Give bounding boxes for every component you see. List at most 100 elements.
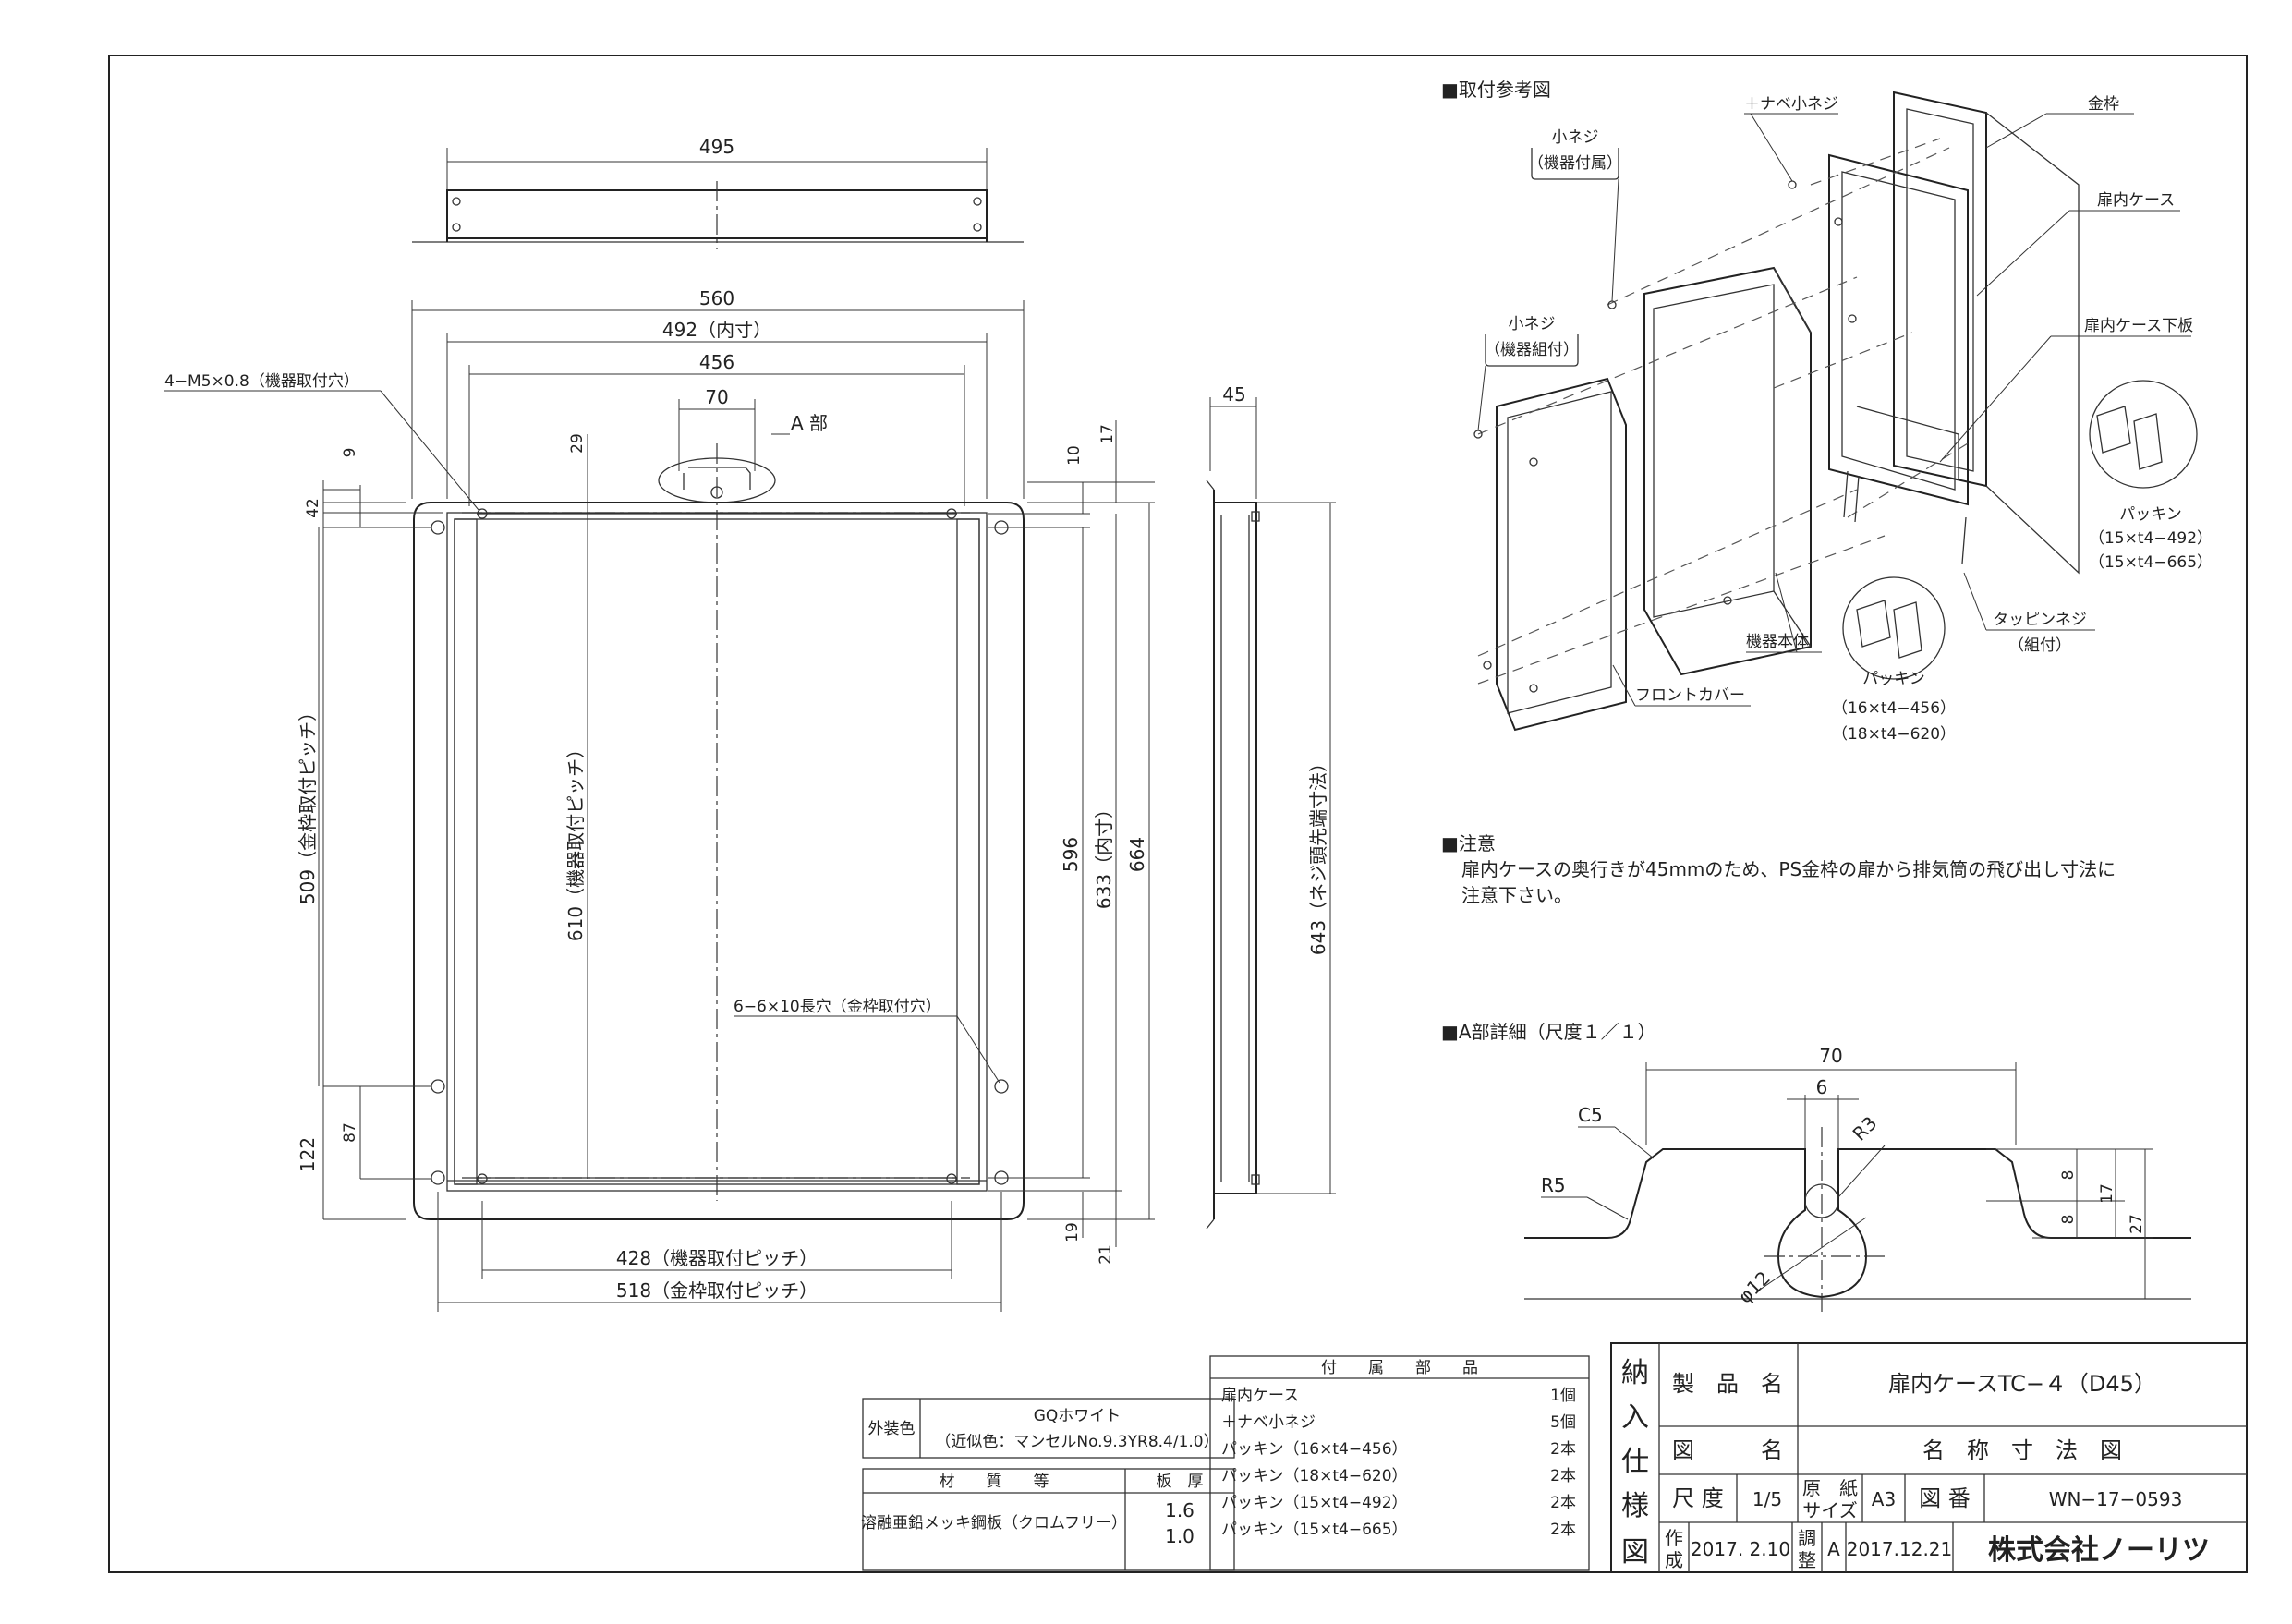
title-block: 納 入 仕 様 図 製 品 名 扉内ケースTC−４（D45） 図 名 名 称 寸… — [1610, 1342, 2248, 1573]
tb-paper-size: A3 — [1872, 1488, 1896, 1510]
detail-a-title: ■A部詳細（尺度１／１） — [1441, 1021, 1656, 1043]
tb-vertical-3: 仕 — [1621, 1446, 1649, 1478]
tb-adjust-label-1: 調 — [1798, 1527, 1816, 1549]
side-dim-643: 643（ネジ頭先端寸法） — [1307, 754, 1329, 955]
parts-row-name: ＋ナベ小ネジ — [1221, 1413, 1316, 1432]
label-mount-holes: 4−M5×0.8（機器取付穴） — [164, 372, 359, 391]
dim-509: 509（金枠取付ピッチ） — [297, 703, 319, 904]
label-packing-right-1: （15×t4−492） — [2089, 529, 2213, 548]
dim-10: 10 — [1065, 445, 1084, 466]
label-tapping-screw-note: （組付） — [2008, 636, 2071, 655]
tb-vertical-4: 様 — [1621, 1490, 1649, 1522]
top-dim-width: 495 — [699, 136, 734, 158]
dim-87: 87 — [341, 1122, 359, 1143]
parts-table: 付 属 部 品 扉内ケース 1個 ＋ナベ小ネジ 5個 パッキン（16×t4−45… — [1209, 1355, 1590, 1571]
label-packing-center-2: （18×t4−620） — [1832, 725, 1956, 744]
label-screw-assembly-note: （機器組付） — [1485, 341, 1579, 359]
dim-overall-width: 560 — [699, 287, 734, 309]
label-screw-assembly: 小ネジ — [1509, 315, 1556, 333]
parts-row-qty: 5個 — [1550, 1413, 1576, 1432]
tb-vertical-2: 入 — [1621, 1401, 1649, 1434]
dim-inner-width: 492（内寸） — [662, 319, 771, 341]
tb-number-label: 図 番 — [1919, 1485, 1971, 1511]
label-frame: 金枠 — [2088, 95, 2119, 114]
dim-664: 664 — [1126, 837, 1148, 872]
dim-19: 19 — [1063, 1222, 1082, 1242]
parts-row-qty: 2本 — [1550, 1494, 1576, 1512]
dim-610: 610（機器取付ピッチ） — [564, 740, 587, 941]
notes-title: ■注意 — [1441, 832, 1496, 854]
label-case-bottom: 扉内ケース下板 — [2084, 317, 2193, 335]
finish-thickness-1: 1.6 — [1165, 1499, 1195, 1521]
label-a-part: A 部 — [791, 412, 828, 434]
tb-vertical-1: 納 — [1621, 1357, 1649, 1389]
dim-122: 122 — [297, 1137, 319, 1172]
detail-dim-17: 17 — [2098, 1183, 2116, 1204]
tb-scale-label: 尺 度 — [1672, 1485, 1724, 1511]
tb-product-name: 扉内ケースTC−４（D45） — [1888, 1371, 2156, 1397]
dim-596: 596 — [1060, 837, 1082, 872]
parts-row-qty: 1個 — [1550, 1387, 1576, 1405]
dim-633: 633（内寸） — [1093, 800, 1115, 909]
label-packing-center-1: （16×t4−456） — [1832, 699, 1956, 718]
detail-dim-8b: 8 — [2059, 1215, 2078, 1225]
finish-color-name: GQホワイト — [1034, 1407, 1122, 1425]
finish-thickness-header: 板 厚 — [1157, 1473, 1204, 1491]
front-view: 560 492（内寸） 456 70 A 部 — [164, 287, 1155, 1312]
side-dim-depth: 45 — [1222, 383, 1245, 406]
parts-rows: 扉内ケース 1個 ＋ナベ小ネジ 5個 パッキン（16×t4−456） 2本 パッ… — [1221, 1387, 1576, 1539]
detail-dim-70: 70 — [1819, 1045, 1842, 1067]
finish-exterior-label: 外装色 — [868, 1420, 916, 1438]
parts-row-qty: 2本 — [1550, 1440, 1576, 1459]
notes-line-2: 注意下さい。 — [1461, 884, 1572, 906]
dim-21: 21 — [1097, 1244, 1115, 1265]
tb-scale: 1/5 — [1752, 1488, 1782, 1510]
assembly-title: ■取付参考図 — [1441, 79, 1551, 101]
dim-17: 17 — [1098, 424, 1117, 444]
parts-row-qty: 2本 — [1550, 1521, 1576, 1539]
label-packing-right: パッキン — [2119, 505, 2182, 524]
label-pan-screw: ＋ナベ小ネジ — [1744, 95, 1838, 114]
notes: ■注意 扉内ケースの奥行きが45mmのため、PS金枠の扉から排気筒の飛び出し寸法… — [1441, 832, 2116, 906]
dim-hole-pitch: 456 — [699, 351, 734, 373]
label-screw-attached: 小ネジ — [1552, 128, 1599, 147]
label-case: 扉内ケース — [2097, 191, 2175, 210]
dim-518: 518（金枠取付ピッチ） — [616, 1279, 818, 1302]
label-body: 機器本体 — [1746, 633, 1809, 651]
parts-row-name: パッキン（18×t4−620） — [1221, 1467, 1408, 1485]
parts-row-name: パッキン（15×t4−665） — [1221, 1521, 1408, 1539]
parts-row-qty: 2本 — [1550, 1467, 1576, 1485]
detail-dim-8a: 8 — [2059, 1170, 2078, 1181]
detail-label-c5: C5 — [1578, 1104, 1603, 1126]
parts-header: 付 属 部 品 — [1321, 1359, 1478, 1377]
tb-revision: A — [1827, 1538, 1840, 1560]
label-tapping-screw: タッピンネジ — [1993, 611, 2087, 629]
tb-adjust-label-2: 整 — [1798, 1549, 1816, 1571]
dim-a-width: 70 — [705, 386, 728, 408]
tb-drawing-label: 図 名 — [1672, 1437, 1783, 1463]
tb-drawing-name: 名 称 寸 法 図 — [1922, 1437, 2122, 1463]
detail-label-phi12: φ12 — [1734, 1266, 1775, 1307]
label-packing-center: パッキン — [1862, 670, 1925, 688]
parts-row-name: パッキン（15×t4−492） — [1221, 1494, 1408, 1512]
tb-number: WN−17−0593 — [2049, 1488, 2183, 1510]
dim-42: 42 — [304, 498, 322, 518]
dim-29: 29 — [568, 433, 587, 454]
detail-a: ■A部詳細（尺度１／１） 70 6 R3 C5 R5 φ12 8 8 — [1441, 1021, 2191, 1312]
finish-material-header: 材 質 等 — [940, 1473, 1049, 1491]
top-view: 495 — [412, 136, 1024, 249]
side-view: 45 643（ネジ頭先端寸法） — [1206, 383, 1336, 1230]
detail-dim-27: 27 — [2128, 1214, 2146, 1234]
tb-created-date: 2017. 2.10 — [1691, 1538, 1790, 1560]
detail-label-r3: R3 — [1849, 1112, 1882, 1145]
label-screw-attached-note: （機器付属） — [1528, 154, 1622, 173]
notes-line-1: 扉内ケースの奥行きが45mmのため、PS金枠の扉から排気筒の飛び出し寸法に — [1461, 858, 2116, 880]
parts-row-name: 扉内ケース — [1221, 1387, 1299, 1405]
tb-revision-date: 2017.12.21 — [1847, 1538, 1953, 1560]
label-packing-right-2: （15×t4−665） — [2089, 553, 2213, 572]
dim-428: 428（機器取付ピッチ） — [616, 1247, 818, 1269]
finish-material: 溶融亜鉛メッキ鋼板（クロムフリー） — [861, 1514, 1127, 1533]
sheet-border — [108, 55, 2248, 1573]
